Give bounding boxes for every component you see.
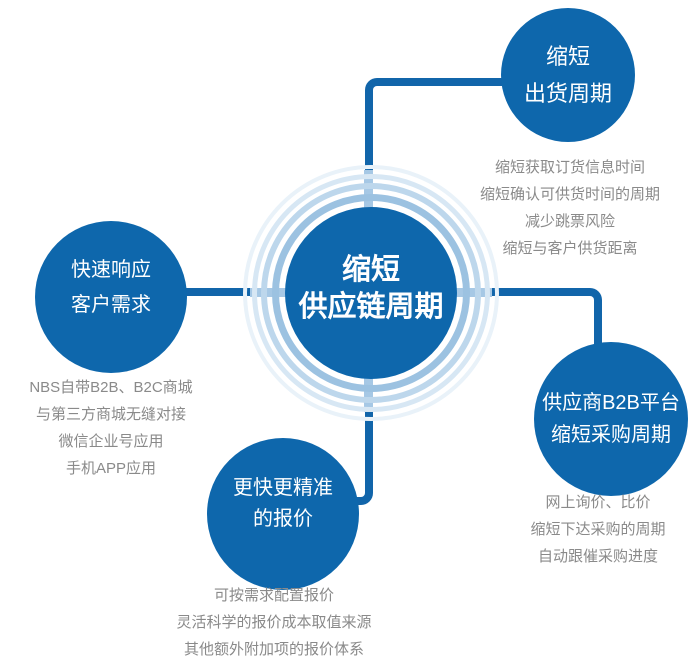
hub-ring-outer [252, 174, 490, 412]
hub-title-line1: 缩短 [341, 254, 400, 286]
hub-ring-middle [261, 183, 481, 403]
desc-line: 缩短与客户供货距离 [502, 240, 638, 257]
connector-hub-to-procurement [490, 288, 602, 353]
node-procurement-title-line2: 缩短采购周期 [551, 424, 671, 446]
node-shipping-cycle: 缩短 出货周期 [501, 8, 635, 142]
desc-line: 自动跟催采购进度 [537, 548, 658, 565]
node-response-title-line2: 客户需求 [71, 294, 151, 316]
node-response-title-line1: 快速响应 [71, 259, 151, 281]
desc-line: 缩短获取订货信息时间 [494, 159, 645, 176]
desc-shipping-cycle: 缩短获取订货信息时间 缩短确认可供货时间的周期 减少跳票风险 缩短与客户供货距离 [440, 154, 700, 262]
node-procurement-title-line1: 供应商B2B平台 [542, 392, 680, 414]
node-quotation-title-line1: 更快更精准 [233, 477, 333, 499]
connector-hub-to-quotation [350, 408, 373, 505]
hub-ring-outermost [243, 165, 499, 421]
desc-line: 缩短下达采购的周期 [530, 521, 666, 538]
desc-line: NBS自带B2B、B2C商城 [29, 379, 193, 396]
connector-hub-to-shipping [365, 78, 509, 182]
desc-line: 其他额外附加项的报价体系 [183, 641, 364, 658]
node-procurement: 供应商B2B平台 缩短采购周期 [534, 342, 688, 496]
desc-procurement: 网上询价、比价 缩短下达采购的周期 自动跟催采购进度 [468, 489, 700, 570]
desc-line: 减少跳票风险 [524, 213, 615, 230]
desc-line: 可按需求配置报价 [213, 587, 334, 604]
desc-line: 网上询价、比价 [545, 494, 651, 511]
node-quotation: 更快更精准 的报价 [207, 438, 359, 590]
desc-fast-response: NBS自带B2B、B2C商城 与第三方商城无缝对接 微信企业号应用 手机APP应… [0, 374, 222, 482]
desc-line: 微信企业号应用 [58, 433, 164, 450]
desc-line: 灵活科学的报价成本取值来源 [176, 614, 372, 631]
hub-node-supply-chain-cycle: 缩短 供应链周期 [285, 207, 457, 379]
desc-line: 缩短确认可供货时间的周期 [479, 186, 660, 203]
node-fast-response: 快速响应 客户需求 [35, 221, 187, 373]
desc-line: 手机APP应用 [65, 460, 156, 477]
node-shipping-title-line2: 出货周期 [523, 81, 612, 106]
hub-title-line2: 供应链周期 [298, 291, 444, 323]
node-shipping-title-line1: 缩短 [545, 44, 590, 69]
hub-ring-inner [272, 194, 470, 392]
desc-quotation: 可按需求配置报价 灵活科学的报价成本取值来源 其他额外附加项的报价体系 [145, 582, 403, 663]
desc-line: 与第三方商城无缝对接 [35, 406, 186, 423]
node-quotation-title-line2: 的报价 [253, 508, 313, 530]
connector-hub-to-response [185, 288, 253, 296]
